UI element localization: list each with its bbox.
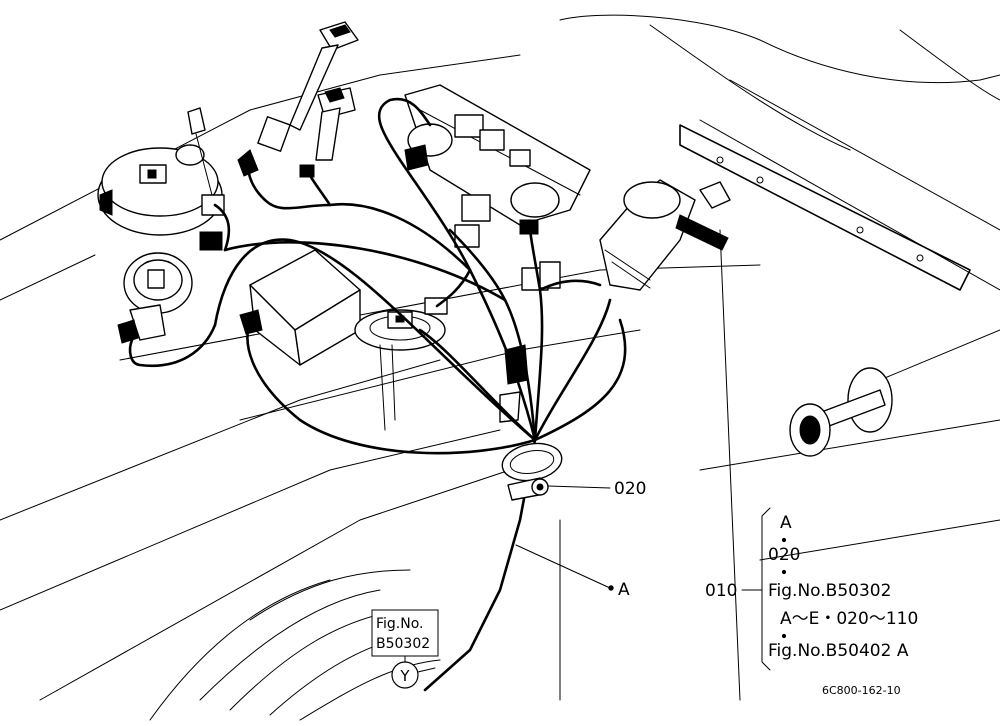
throttle-knob — [789, 367, 893, 457]
key-switch — [599, 179, 731, 291]
fig-reference: Fig.No. B50302 Y — [371, 609, 439, 689]
bracket-line-5: Fig.No.B50402 A — [768, 641, 909, 661]
drawing-code: 6C800-162-10 — [822, 684, 901, 697]
body-panels — [0, 14, 1000, 721]
fuel-sender — [354, 297, 448, 431]
callout-020: 020 — [614, 479, 646, 499]
cap-connectors — [175, 107, 225, 251]
horn-unit — [117, 252, 193, 344]
fig-ref-circle-letter: Y — [399, 667, 410, 685]
fig-ref-line2: B50302 — [376, 636, 430, 652]
bracket-line-3: Fig.No.B50302 — [768, 581, 891, 601]
clamp-020 — [501, 442, 563, 501]
top-plugs — [237, 21, 359, 178]
instrument-cluster — [404, 84, 591, 248]
fig-ref-line1: Fig.No. — [376, 616, 424, 632]
parts-bracket: 010 A 020 Fig.No.B50302 A～E・020～110 Fig.… — [705, 507, 918, 671]
bracket-main-number: 010 — [705, 581, 737, 601]
callout-a: A — [618, 580, 630, 600]
bracket-line-1: A — [780, 513, 792, 533]
bracket-line-2: 020 — [768, 545, 800, 565]
relay-box — [239, 249, 361, 366]
wiring-harness — [128, 97, 627, 692]
bracket-line-4: A～E・020～110 — [780, 609, 918, 629]
